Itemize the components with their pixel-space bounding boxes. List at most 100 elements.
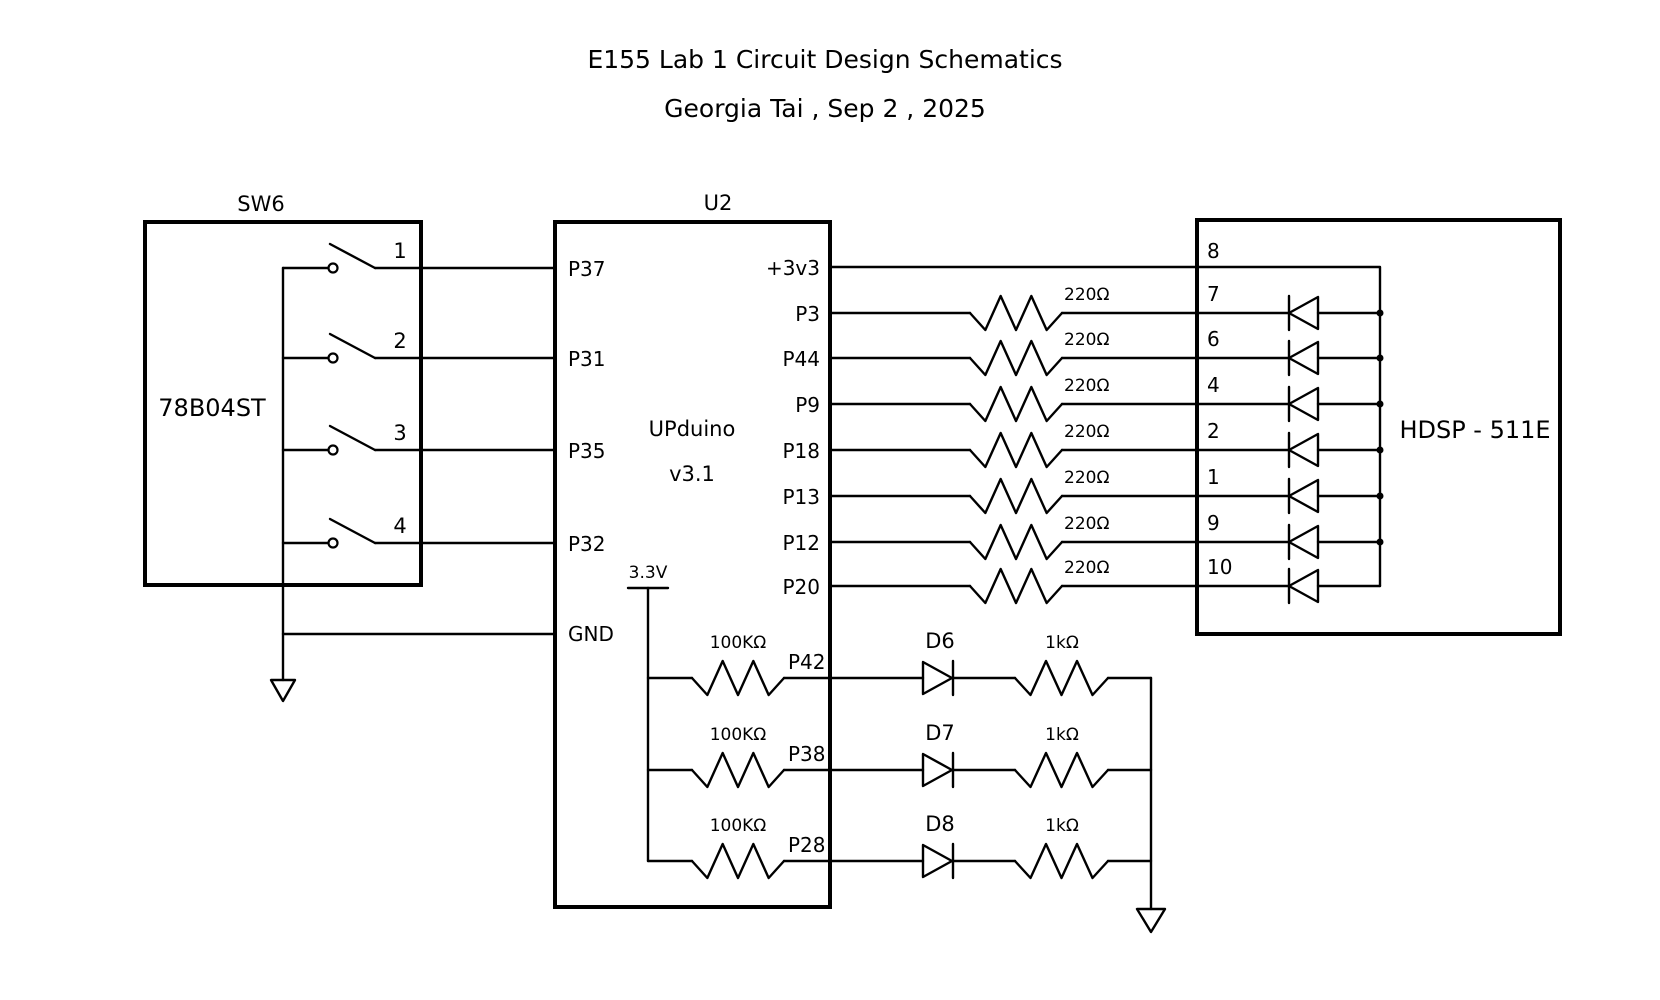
led-resistor-icon	[1013, 659, 1110, 697]
mcu-pin-left: P32	[568, 532, 606, 556]
junction-dot-icon	[1376, 492, 1384, 500]
mcu-ref-label: U2	[704, 191, 733, 215]
led-resistor-icon	[1013, 751, 1110, 789]
led-icon	[921, 752, 954, 788]
resistor-icon	[968, 431, 1064, 469]
resistor-icon	[968, 339, 1064, 377]
led-icon	[921, 660, 954, 696]
junction-dot-icon	[1376, 309, 1384, 317]
switch-contact-icon	[327, 352, 339, 364]
switch-4: 4	[281, 514, 557, 549]
display-pin: 4	[1207, 373, 1220, 397]
mcu-pin-bottom: P42	[788, 650, 826, 674]
mcu-pin-right: P12	[782, 531, 820, 555]
led-ref-label: D6	[925, 629, 955, 653]
mcu-pin-right: P44	[782, 347, 820, 371]
resistor-icon	[968, 567, 1064, 605]
switch-contact-icon	[327, 444, 339, 456]
mcu-name-label: UPduino	[649, 417, 736, 441]
resistor-value: 220Ω	[1064, 468, 1109, 488]
segment-row: 220Ω 6	[828, 327, 1384, 377]
switch-lever-icon	[328, 424, 377, 452]
mcu-pin-bottom: P28	[788, 833, 826, 857]
resistor-icon	[968, 294, 1064, 332]
led-resistor-value: 1kΩ	[1045, 816, 1079, 836]
mcu-pin-right: P3	[795, 302, 820, 326]
led-ref-label: D7	[925, 721, 955, 745]
junction-dot-icon	[1376, 354, 1384, 362]
led-ref-label: D8	[925, 812, 955, 836]
mcu-u2: U2 UPduino v3.1 GND	[553, 191, 832, 909]
schematic-subtitle: Georgia Tai , Sep 2 , 2025	[664, 94, 986, 123]
pullup-resistor-icon	[690, 842, 786, 880]
display-pin: 6	[1207, 327, 1220, 351]
supply-label: 3.3V	[629, 563, 668, 583]
switch-number: 3	[393, 421, 406, 445]
mcu-pin-gnd: GND	[568, 622, 614, 646]
switch-part-label: 78B04ST	[158, 394, 266, 422]
switch-number: 4	[393, 514, 406, 538]
resistor-icon	[968, 477, 1064, 515]
led-segment-icon	[1287, 568, 1320, 604]
display-pin: 10	[1207, 555, 1232, 579]
common-anode-bus	[828, 265, 1382, 588]
led-segment-icon	[1287, 386, 1320, 422]
ground-icon	[269, 678, 297, 703]
switch-contact-icon	[327, 262, 339, 274]
mcu-pin-right: P9	[795, 393, 820, 417]
display-pin: 1	[1207, 465, 1220, 489]
led-section: 3.3V	[626, 563, 1167, 934]
schematic-title: E155 Lab 1 Circuit Design Schematics	[587, 45, 1062, 74]
display-part-label: HDSP - 511E	[1399, 416, 1550, 444]
led-resistor-value: 1kΩ	[1045, 725, 1079, 745]
display-body	[1195, 218, 1562, 636]
pullup-resistor-icon	[690, 751, 786, 789]
segment-row: 220Ω 10	[828, 555, 1382, 605]
switch-lever-icon	[328, 517, 377, 545]
resistor-value: 220Ω	[1064, 376, 1109, 396]
pullup-resistor-icon	[690, 659, 786, 697]
seven-segment-display: HDSP - 511E 8	[828, 218, 1562, 636]
led-segment-icon	[1287, 524, 1320, 560]
switch-3: 3	[281, 421, 557, 456]
led-row-d6: 100KΩ P42 D6 1kΩ	[646, 629, 1153, 697]
switch-ref-label: SW6	[237, 192, 284, 216]
switch-1: 1	[281, 239, 557, 274]
switch-number: 2	[393, 329, 406, 353]
switch-lever-icon	[328, 242, 377, 270]
display-pin: 2	[1207, 419, 1220, 443]
segment-row: 220Ω 1	[828, 465, 1384, 515]
resistor-value: 220Ω	[1064, 330, 1109, 350]
mcu-pin-right: P13	[782, 485, 820, 509]
dip-switch-sw6: SW6 78B04ST	[143, 192, 557, 703]
led-row-d8: 100KΩ P28 D8 1kΩ	[646, 812, 1153, 880]
led-segment-icon	[1287, 340, 1320, 376]
mcu-pin-right: +3v3	[766, 256, 820, 280]
mcu-pin-right: P20	[782, 575, 820, 599]
pullup-resistor-value: 100KΩ	[710, 633, 767, 653]
ground-icon	[1135, 907, 1167, 934]
resistor-icon	[968, 523, 1064, 561]
led-segment-icon	[1287, 478, 1320, 514]
switch-lever-icon	[328, 332, 377, 360]
mcu-version-label: v3.1	[669, 462, 715, 486]
led-segment-icon	[1287, 295, 1320, 331]
pullup-resistor-value: 100KΩ	[710, 725, 767, 745]
resistor-value: 220Ω	[1064, 558, 1109, 578]
mcu-pin-left: P37	[568, 257, 606, 281]
junction-dot-icon	[1376, 538, 1384, 546]
resistor-icon	[968, 385, 1064, 423]
switch-contact-icon	[327, 537, 339, 549]
led-icon	[921, 843, 954, 879]
resistor-value: 220Ω	[1064, 514, 1109, 534]
pullup-resistor-value: 100KΩ	[710, 816, 767, 836]
led-resistor-value: 1kΩ	[1045, 633, 1079, 653]
junction-dot-icon	[1376, 446, 1384, 454]
display-pin: 7	[1207, 282, 1220, 306]
mcu-pin-right: P18	[782, 439, 820, 463]
